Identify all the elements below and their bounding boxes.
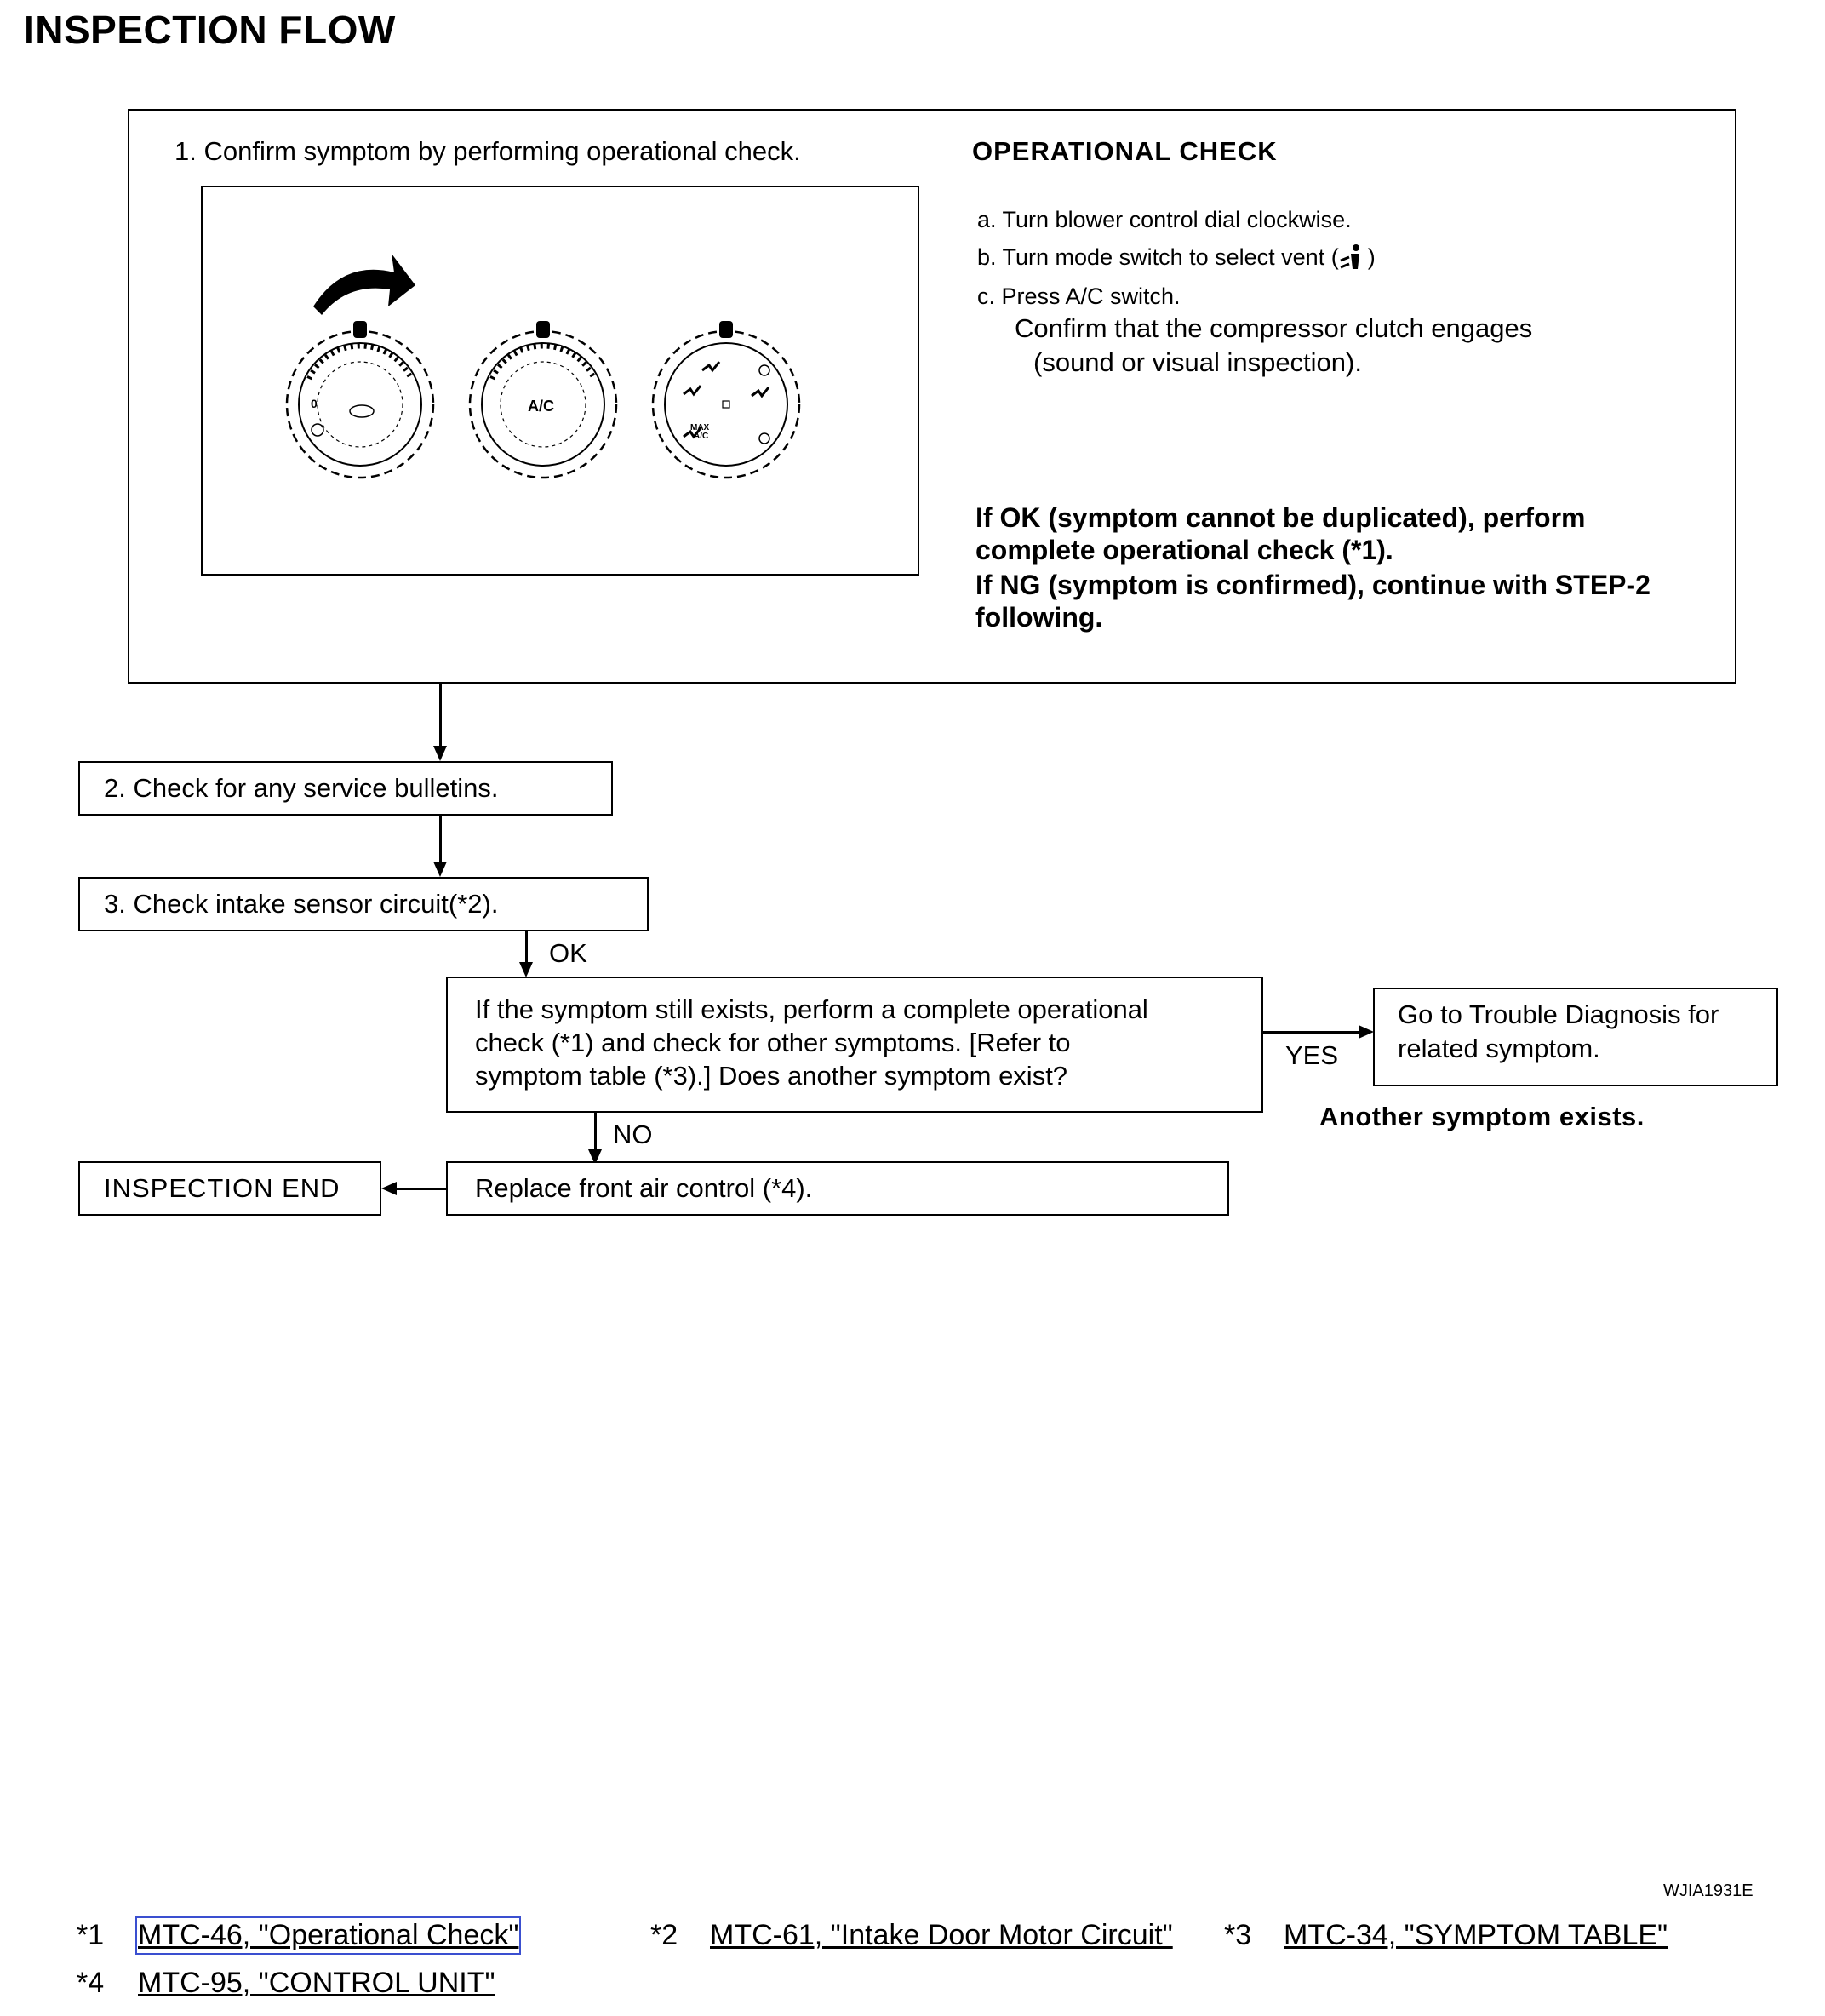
op-step-b-text: b. Turn mode switch to select vent ( <box>977 244 1339 270</box>
goto-line2: related symptom. <box>1398 1034 1600 1063</box>
mode-dial-max-label: MAX <box>690 423 710 432</box>
ref-link-control-unit[interactable]: MTC-95, "CONTROL UNIT" <box>138 1967 495 1999</box>
step3-label: 3. Check intake sensor circuit(*2). <box>104 889 499 919</box>
ok-instruction-line1: If OK (symptom cannot be duplicated), pe… <box>975 502 1586 533</box>
page-title: INSPECTION FLOW <box>24 8 396 52</box>
connector-yes <box>1262 1031 1361 1034</box>
control-dials-figure: 0 A/C MAX A/C <box>285 254 801 479</box>
inspection-end-box <box>78 1161 381 1216</box>
op-step-c-line2: Confirm that the compressor clutch engag… <box>1015 313 1533 343</box>
op-step-c-line3: (sound or visual inspection). <box>1033 347 1362 377</box>
ac-dial: A/C <box>468 321 618 479</box>
clockwise-arrow-icon <box>313 254 415 315</box>
connector-replace-end <box>395 1188 447 1190</box>
operational-check-title: OPERATIONAL CHECK <box>972 136 1278 166</box>
replace-label: Replace front air control (*4). <box>475 1173 813 1203</box>
connector-no <box>594 1112 597 1154</box>
ref-link-symptom-table[interactable]: MTC-34, "SYMPTOM TABLE" <box>1284 1919 1668 1951</box>
question-box <box>446 976 1263 1113</box>
replace-front-air-control-box <box>446 1161 1229 1216</box>
arrow-to-replace <box>588 1149 602 1165</box>
question-line3: symptom table (*3).] Does another sympto… <box>475 1061 1068 1091</box>
no-branch-label: NO <box>613 1120 653 1149</box>
goto-line1: Go to Trouble Diagnosis for <box>1398 999 1719 1029</box>
question-line2: check (*1) and check for other symptoms.… <box>475 1028 1071 1057</box>
control-panel-illustration: 0 A/C MAX A/C <box>201 186 919 576</box>
ref-link-intake-door-motor-circuit[interactable]: MTC-61, "Intake Door Motor Circuit" <box>710 1919 1173 1951</box>
another-symptom-note: Another symptom exists. <box>1319 1102 1645 1131</box>
ref-link-operational-check[interactable]: MTC-46, "Operational Check" <box>134 1916 522 1955</box>
arrow-to-end <box>381 1182 397 1195</box>
ref-star-1: *1 <box>77 1919 105 1951</box>
inspection-end-label: INSPECTION END <box>104 1173 340 1203</box>
connector-2-3 <box>439 815 442 864</box>
question-line1: If the symptom still exists, perform a c… <box>475 994 1148 1024</box>
ref-star-2: *2 <box>650 1919 678 1951</box>
yes-branch-label: YES <box>1285 1040 1339 1070</box>
arrow-to-step3 <box>433 862 447 877</box>
op-step-a: a. Turn blower control dial clockwise. <box>977 207 1352 232</box>
connector-3-question <box>525 931 528 966</box>
vent-mode-icon <box>1340 243 1359 269</box>
ok-branch-label: OK <box>549 938 587 968</box>
op-step-b: b. Turn mode switch to select vent () <box>977 240 1376 274</box>
step3-box <box>78 877 649 931</box>
step2-label: 2. Check for any service bulletins. <box>104 773 499 803</box>
mode-dial: MAX A/C <box>651 321 801 479</box>
ng-instruction-line1: If NG (symptom is confirmed), continue w… <box>975 570 1651 600</box>
figure-code: WJIA1931E <box>1663 1881 1753 1900</box>
ref-star-4: *4 <box>77 1967 105 1999</box>
goto-trouble-diagnosis-box <box>1373 988 1778 1086</box>
arrow-to-goto <box>1359 1025 1374 1039</box>
blower-dial-zero-label: 0 <box>311 397 318 410</box>
op-step-b-end: ) <box>1367 244 1376 270</box>
blower-dial: 0 <box>285 321 435 479</box>
arrow-to-question <box>519 962 533 977</box>
step2-box <box>78 761 613 816</box>
ng-instruction-line2: following. <box>975 602 1103 633</box>
arrow-to-step2 <box>433 746 447 761</box>
connector-1-2 <box>439 683 442 751</box>
step1-label: 1. Confirm symptom by performing operati… <box>174 136 801 166</box>
ref-star-3: *3 <box>1224 1919 1252 1951</box>
ac-dial-label: A/C <box>528 398 554 415</box>
ok-instruction-line2: complete operational check (*1). <box>975 535 1393 565</box>
op-step-c: c. Press A/C switch. <box>977 284 1181 309</box>
mode-dial-ac-label: A/C <box>694 432 708 441</box>
